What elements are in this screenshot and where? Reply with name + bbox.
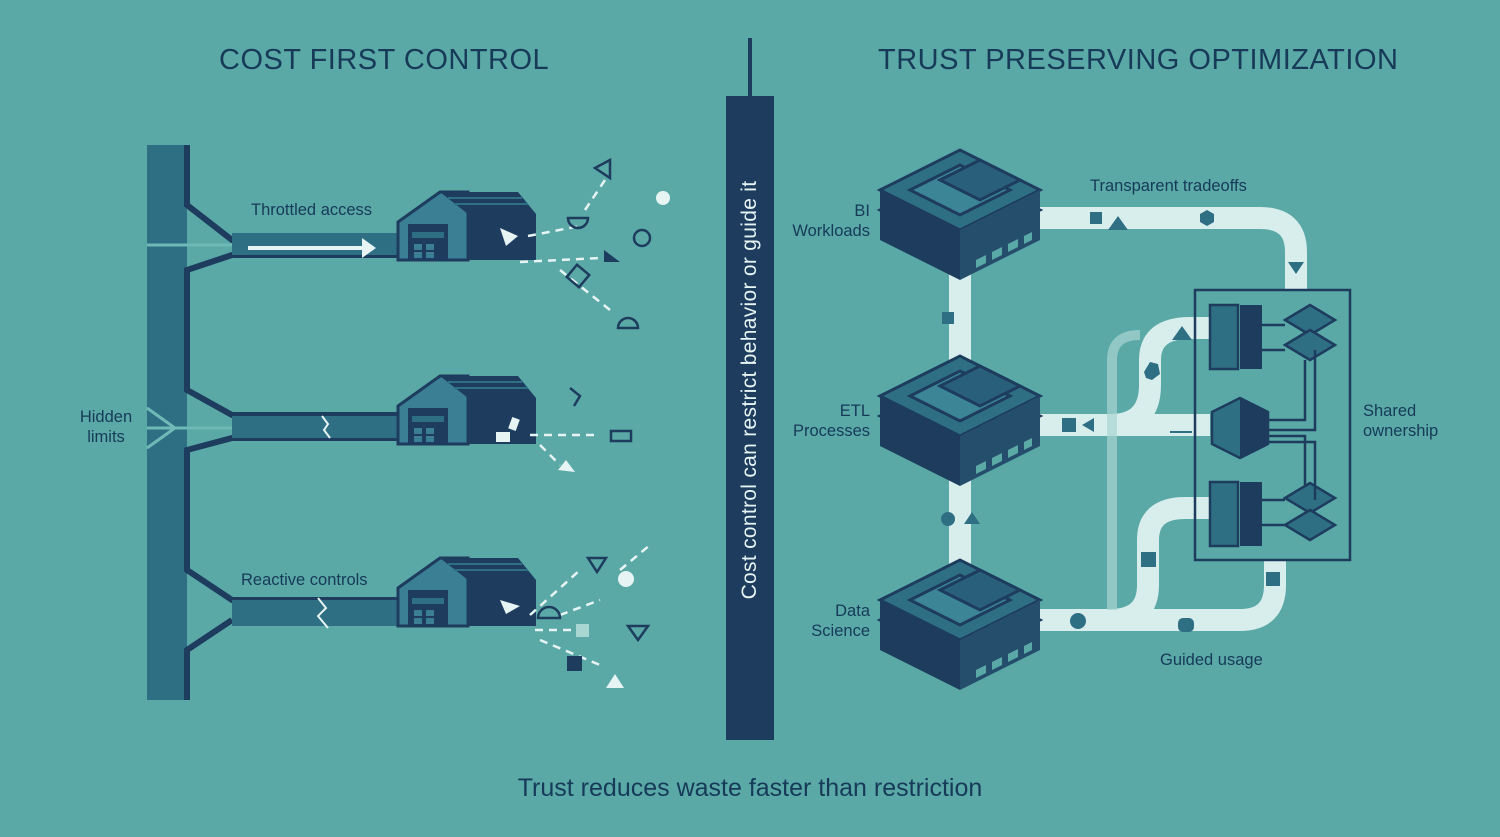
data-science-label: Data Science bbox=[811, 602, 870, 640]
debris-shapes bbox=[496, 157, 670, 688]
warehouse-icon bbox=[396, 190, 538, 262]
server-icon bbox=[878, 558, 1042, 692]
server-icon bbox=[878, 148, 1042, 282]
shared-ownership-label: Shared ownership bbox=[1363, 402, 1439, 440]
reactive-controls-label: Reactive controls bbox=[241, 571, 368, 589]
center-divider bbox=[726, 38, 774, 740]
server-icon bbox=[878, 354, 1042, 488]
shared-ownership-hub bbox=[1193, 288, 1352, 562]
guided-usage-label: Guided usage bbox=[1160, 651, 1263, 669]
throttled-access-label: Throttled access bbox=[251, 201, 373, 219]
bi-workloads-label: BI Workloads bbox=[792, 202, 870, 240]
left-panel-title: COST FIRST CONTROL bbox=[219, 44, 550, 76]
footer-caption: Trust reduces waste faster than restrict… bbox=[517, 774, 983, 802]
warehouse-icon bbox=[396, 374, 538, 446]
left-pipe-network bbox=[146, 145, 398, 700]
transparent-tradeoffs-label: Transparent tradeoffs bbox=[1090, 177, 1247, 195]
divider-text: Cost control can restrict behavior or gu… bbox=[738, 180, 761, 600]
right-panel-title: TRUST PRESERVING OPTIMIZATION bbox=[878, 44, 1399, 76]
etl-processes-label: ETL Processes bbox=[792, 402, 870, 440]
scattered-debris bbox=[519, 179, 651, 667]
flow-markers bbox=[941, 210, 1304, 632]
hidden-limits-label: Hidden limits bbox=[79, 408, 133, 446]
warehouse-icon bbox=[396, 556, 538, 628]
